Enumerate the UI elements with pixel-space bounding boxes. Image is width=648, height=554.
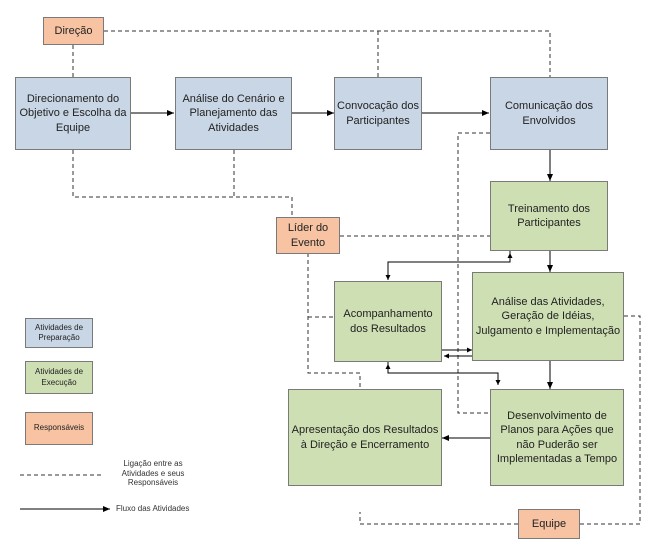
dashed-direcao-top [104, 30, 551, 77]
dashed-direcionamento-lider [72, 150, 293, 217]
dashed-equipe-right [580, 315, 641, 525]
node-lider-evento: Líder do Evento [276, 217, 340, 254]
node-desenvolvimento: Desenvolvimento de Planos para Ações que… [490, 389, 624, 486]
node-analise-cenario: Análise do Cenário e Planejamento das At… [175, 77, 292, 150]
node-comunicacao: Comunicação dos Envolvidos [490, 77, 608, 150]
legend-execucao-swatch: Atividades de Execução [25, 361, 93, 394]
dashed-lider-apresentacao [307, 253, 361, 388]
legend-preparacao-swatch: Atividades de Preparação [25, 318, 93, 348]
legend-responsaveis-swatch: Responsáveis [25, 412, 93, 445]
node-convocacao: Convocação dos Participantes [334, 77, 422, 150]
legend-ligacao-label: Ligação entre as Atividades e seus Respo… [121, 459, 185, 488]
node-direcionamento: Direcionamento do Objetivo e Escolha da … [15, 77, 131, 150]
node-direcao: Direção [43, 17, 104, 45]
arrow-desenvolvimento-acompanhamento [385, 364, 420, 374]
dashed-left-loop [457, 236, 490, 414]
legend-fluxo-label: Fluxo das Atividades [116, 504, 190, 513]
node-acompanhamento: Acompanhamento dos Resultados [334, 281, 442, 362]
node-analise-atividades: Análise das Atividades, Geração de Idéia… [472, 272, 624, 361]
node-apresentacao: Apresentação dos Resultados à Direção e … [288, 389, 442, 486]
dashed-comunicacao-lider [457, 132, 490, 236]
dashed-equipe-apresentacao [359, 512, 518, 525]
node-equipe: Equipe [518, 509, 580, 539]
node-treinamento: Treinamento dos Participantes [490, 181, 608, 251]
